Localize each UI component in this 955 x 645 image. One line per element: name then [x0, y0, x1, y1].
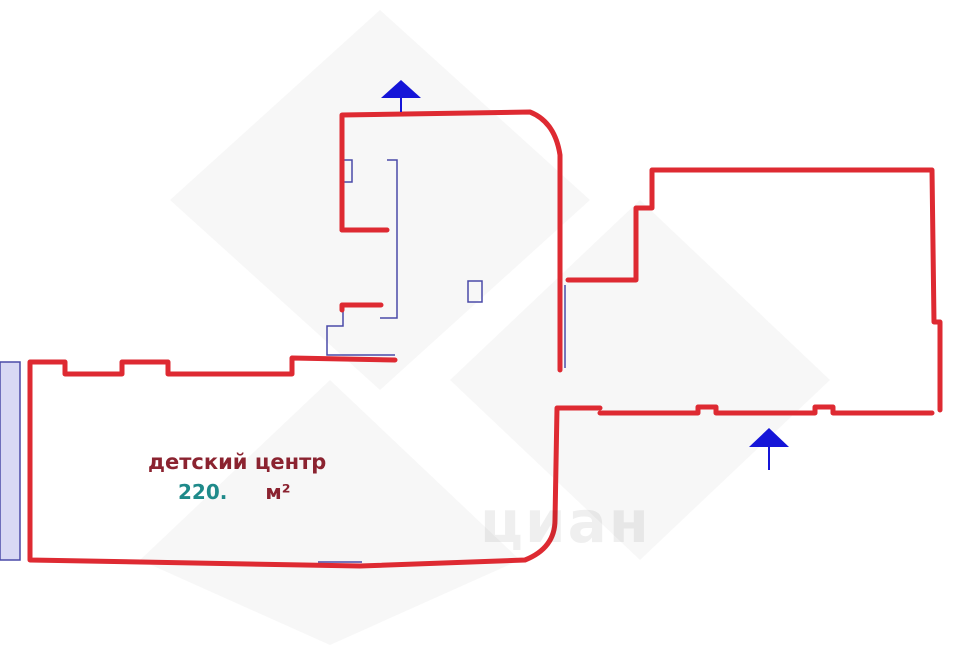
wall-step-piece [339, 302, 384, 313]
wall-east-bottom [597, 404, 935, 416]
wall-left-room [27, 355, 603, 569]
partition-wall [380, 159, 398, 319]
wall-connector [565, 167, 943, 413]
entrance-arrow-top-icon [381, 80, 421, 112]
area-unit: м² [265, 480, 291, 504]
wall-north-room [339, 109, 563, 373]
walls [27, 109, 943, 569]
column [467, 280, 483, 303]
watermark-pattern [140, 10, 830, 645]
window-strip [0, 361, 21, 561]
area-label: 220. м² [178, 480, 290, 504]
room-name-label: детский центр [148, 450, 327, 474]
watermark-text: циан [480, 488, 651, 556]
entrance-arrow-bottom-icon [749, 428, 789, 470]
steps [326, 308, 395, 356]
area-value: 220. [178, 480, 228, 504]
